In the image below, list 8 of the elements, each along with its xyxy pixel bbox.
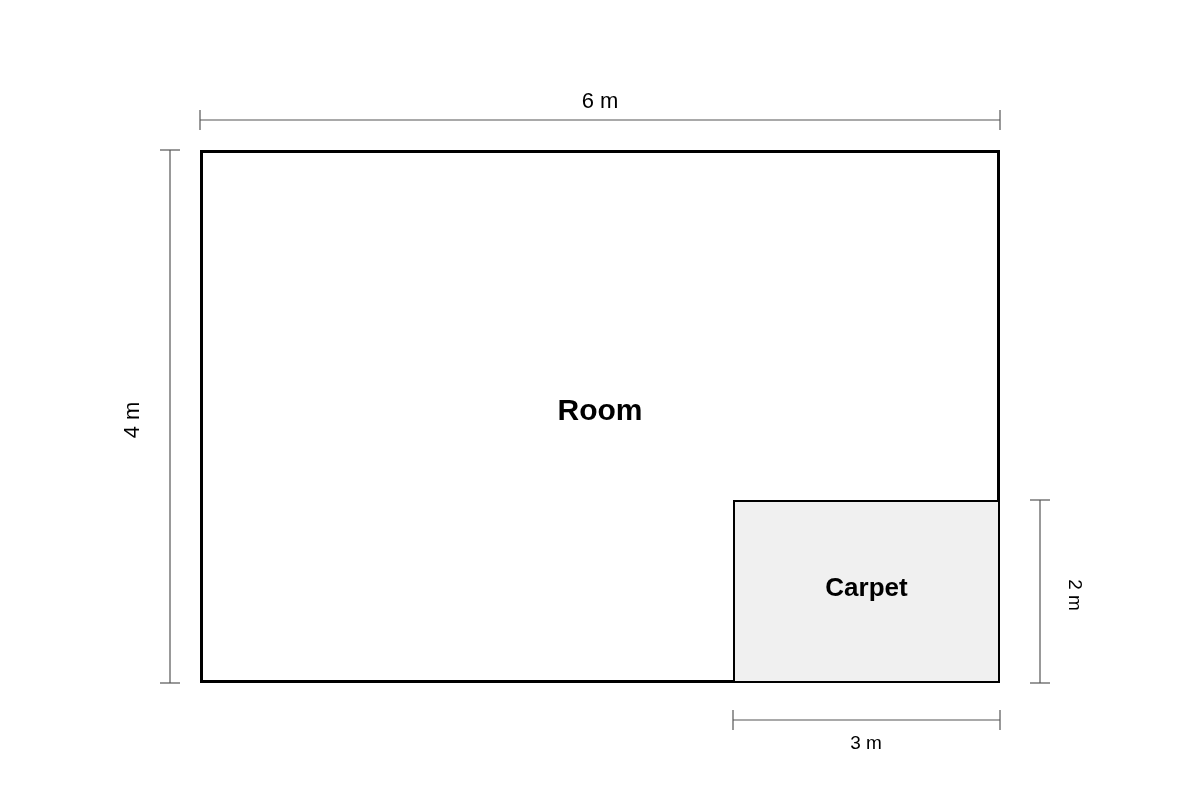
- room-outline: [200, 150, 1000, 683]
- dimension-label: 4 m: [119, 401, 145, 439]
- dimension-label: 3 m: [850, 732, 882, 754]
- carpet-area: [733, 500, 1000, 683]
- room-label: Room: [557, 393, 643, 427]
- dimension-label: 2 m: [1064, 579, 1086, 611]
- dimension-label: 6 m: [581, 88, 619, 114]
- carpet-label: Carpet: [825, 572, 908, 603]
